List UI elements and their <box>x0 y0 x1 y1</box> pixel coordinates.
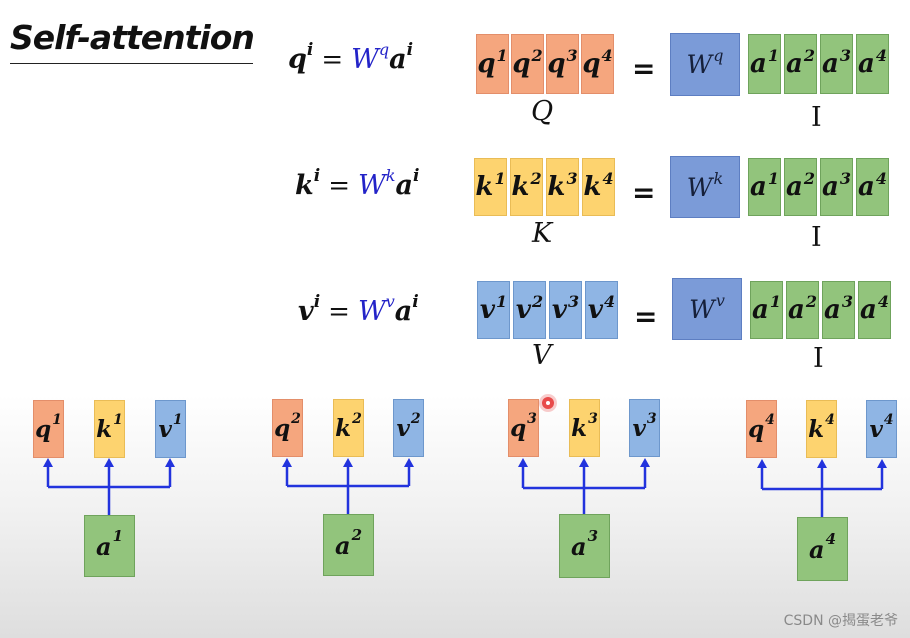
eq-v-weight: Wv <box>357 292 395 327</box>
matrix-label-q: Q <box>531 96 554 127</box>
watermark: CSDN @揭蛋老爷 <box>783 613 898 629</box>
slide-title: Self-attention <box>10 18 255 57</box>
equation-q: qi = Wq ai <box>288 40 414 75</box>
arrowhead <box>817 459 827 468</box>
eq-k-lhs: ki <box>295 166 321 201</box>
pointer-cursor-icon <box>542 397 554 409</box>
eq-q-equals: = <box>321 45 344 75</box>
matrix-equals-k: = <box>632 176 656 209</box>
arrowhead <box>104 458 114 467</box>
arrowhead <box>165 458 175 467</box>
eq-q-input: ai <box>389 40 414 75</box>
eq-v-lhs: vi <box>298 292 321 327</box>
eq-k-equals: = <box>328 171 350 201</box>
arrowhead <box>757 459 767 468</box>
arrowhead <box>343 458 353 467</box>
input-label-q: I <box>811 102 822 133</box>
matrix-equals-q: = <box>632 52 656 85</box>
connector-group-1 <box>46 466 172 515</box>
arrowhead <box>579 458 589 467</box>
eq-k-input: ai <box>395 166 420 201</box>
arrowhead <box>404 458 414 467</box>
connector-group-4 <box>760 467 884 517</box>
input-label-k: I <box>811 222 822 253</box>
connector-group-3 <box>521 466 647 514</box>
connector-group-2 <box>285 466 411 514</box>
eq-q-lhs: qi <box>288 40 314 75</box>
arrowhead <box>518 458 528 467</box>
input-label-v: I <box>813 343 824 374</box>
eq-k-weight: Wk <box>357 166 396 201</box>
eq-q-weight: Wq <box>351 40 390 75</box>
arrowhead <box>43 458 53 467</box>
eq-v-input: ai <box>394 292 419 327</box>
equation-v: vi = Wv ai <box>298 292 419 327</box>
equation-k: ki = Wk ai <box>295 166 420 201</box>
arrowhead <box>877 459 887 468</box>
arrowhead <box>282 458 292 467</box>
matrix-label-k: K <box>532 218 553 249</box>
eq-v-equals: = <box>328 297 350 327</box>
arrowhead <box>640 458 650 467</box>
matrix-equals-v: = <box>634 300 658 333</box>
matrix-label-v: V <box>532 340 552 371</box>
title-underline <box>10 63 253 64</box>
